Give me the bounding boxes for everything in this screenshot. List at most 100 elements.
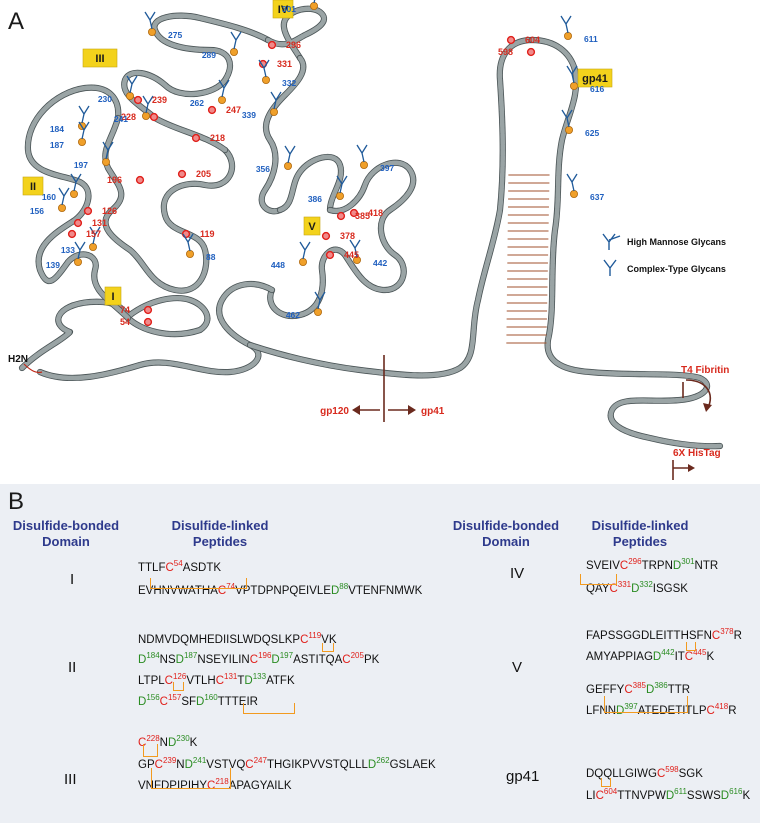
glycan-branch: [126, 75, 138, 86]
domain-box-gp41-bg: [577, 68, 613, 88]
glycan-label-156: 156: [30, 206, 44, 216]
glycan-stem: [273, 99, 277, 110]
header-domain-line1: Disulfide-bonded: [452, 518, 560, 533]
residue-number: 230: [176, 734, 190, 743]
legend-complex-type: Complex-Type Glycans: [627, 264, 726, 274]
domain-box-iv-bg: [272, 0, 294, 19]
glycan-label-339: 339: [242, 110, 256, 120]
glycan-icon-241: [142, 95, 154, 114]
sequence-text: GSLAEK: [389, 759, 436, 771]
chain-domain-ii-right-beads: [103, 115, 235, 293]
glycan-site-301: [309, 2, 318, 10]
cysteine-residue: C: [154, 759, 163, 771]
glycan-icon-275: [144, 11, 156, 30]
chain-domain-iii-beads: [121, 13, 271, 153]
cysteine-residue: C: [706, 705, 715, 717]
glycan-stem: [61, 195, 65, 206]
peptide-iii-3: VNFDPIPIHYC218APAGYAILK: [138, 778, 292, 793]
domain-box-i-bg: [104, 286, 122, 306]
residue-number: 397: [624, 702, 638, 711]
cysteine-label-331: 331: [277, 59, 292, 69]
cysteine-site-445: [325, 250, 335, 260]
header-peptides-line2: Peptides: [192, 534, 248, 549]
cysteine-site-378: [321, 231, 331, 241]
glycan-icon-139: [74, 241, 86, 260]
residue-number: 386: [654, 681, 668, 690]
domain-box-v-bg: [303, 216, 321, 236]
site-labels: H2NIIIIIIIVVgp41547411912613115719620521…: [8, 0, 729, 459]
t4-marker-head: [703, 403, 712, 412]
cysteine-residue: C: [595, 790, 604, 802]
cysteine-label-54: 54: [120, 317, 130, 327]
cysteine-residue: C: [159, 696, 168, 708]
glycan-icon-301: [313, 0, 316, 4]
glycan-branch: [299, 241, 311, 252]
glycosylated-asp-residue: D: [330, 585, 340, 597]
disulfide-link-598-604: [601, 778, 611, 787]
header-domain-line1: Disulfide-bonded: [12, 518, 120, 533]
label-gp120: gp120: [320, 406, 349, 417]
cysteine-label-385: 385: [355, 211, 370, 221]
label-6x-histag: 6X HisTag: [673, 448, 721, 459]
domain-label-gp41: gp41: [506, 768, 540, 785]
sequence-text: R: [733, 630, 742, 642]
high-mannose-icon: [602, 233, 621, 250]
glycosylated-asp-residue: D: [652, 651, 662, 663]
glycan-icon-356: [284, 145, 296, 164]
glycan-label-197: 197: [74, 160, 88, 170]
sequence-text: LFNN: [586, 705, 617, 717]
sequence-text: VTENFNMWK: [348, 585, 423, 597]
glycan-site-611: [564, 32, 573, 41]
cysteine-residue: C: [684, 651, 694, 663]
glycan-label-241: 241: [114, 114, 128, 124]
cysteine-label-205: 205: [196, 169, 211, 179]
sequence-text: N: [159, 737, 168, 749]
cysteine-label-418: 418: [368, 208, 383, 218]
glycan-site-156: [58, 203, 67, 212]
sequence-text: K: [189, 737, 198, 749]
peptide-ii-4: D156C157SFD160TTTEIR: [138, 694, 258, 709]
cysteine-site-604: [506, 35, 516, 45]
header-domain-line2: Domain: [42, 534, 90, 549]
glycosylated-asp-residue: D: [184, 759, 193, 771]
cysteine-residue: C: [165, 562, 174, 574]
glycan-icon-187: [78, 121, 90, 140]
glycan-label-289: 289: [202, 50, 216, 60]
domain-box-iii-bg: [82, 48, 118, 68]
glycan-label-386: 386: [308, 194, 322, 204]
cysteine-site-247: [207, 105, 217, 115]
sequence-text: VK: [321, 634, 337, 646]
domain-label-iii: III: [64, 771, 77, 788]
glycan-branch: [89, 226, 101, 237]
header-domain-left: Disulfide-bonded Domain: [6, 518, 126, 550]
cysteine-label-296: 296: [286, 40, 301, 50]
residue-number: 445: [693, 648, 707, 657]
glycan-label-397: 397: [380, 163, 394, 173]
domain-label-v: V: [512, 659, 523, 676]
residue-number: 262: [376, 756, 390, 765]
glycan-label-139: 139: [46, 260, 60, 270]
peptide-ii-1: NDMVDQMHEDIISLWDQSLKPC119VK: [138, 632, 337, 647]
glycan-icon-133: [89, 226, 101, 245]
glycan-stem: [566, 117, 570, 128]
cysteine-site-205: [177, 169, 187, 179]
glycan-label-611: 611: [584, 34, 598, 44]
glycan-icon-289: [230, 31, 242, 50]
glycan-icon-625: [561, 109, 573, 128]
cysteine-residue: C: [245, 759, 254, 771]
glycan-stem: [92, 234, 96, 245]
sequence-text: SSWS: [686, 790, 721, 802]
disulfide-link-126-196: [173, 682, 184, 691]
helix-links: [23, 174, 712, 480]
cysteine-residue: C: [711, 630, 721, 642]
glycan-icon-197: [102, 141, 114, 160]
sequence-text: IT: [674, 651, 685, 663]
glycan-stem: [287, 153, 291, 164]
glycan-label-275: 275: [168, 30, 182, 40]
header-peptides-left: Disulfide-linked Peptides: [150, 518, 290, 550]
glycan-site-88: [185, 249, 194, 258]
glycan-site-637: [570, 189, 579, 198]
glycan-stem: [81, 113, 85, 124]
glycan-branch: [566, 173, 578, 184]
